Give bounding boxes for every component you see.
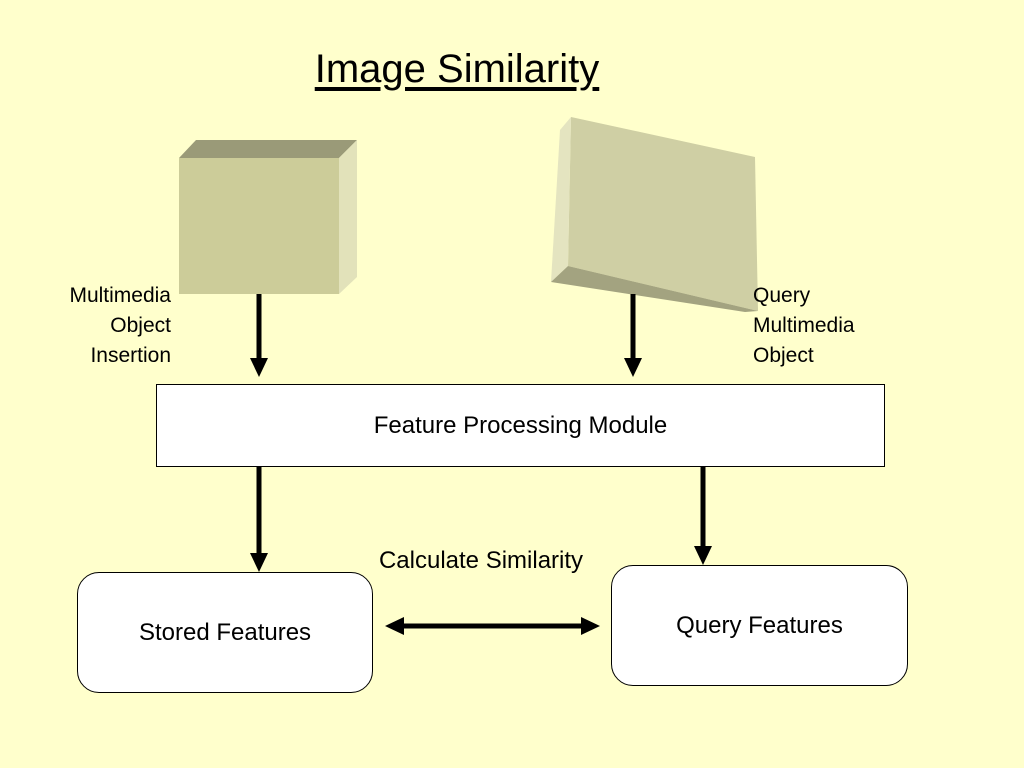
multimedia-object-cube [179, 140, 357, 294]
insertion-label: Multimedia Object Insertion [30, 281, 171, 371]
slab-left-face [551, 117, 571, 282]
arrow-query-to-module [624, 294, 642, 377]
arrow-module-to-stored [250, 467, 268, 572]
arrow-insert-to-module [250, 294, 268, 377]
cube-front-face [179, 158, 339, 294]
query-label-line-1: Query [753, 284, 811, 307]
slab-bottom-face [551, 266, 758, 312]
slide-title: Image Similarity [314, 47, 600, 91]
slab-front-face [568, 117, 758, 311]
feature-processing-module-box: Feature Processing Module [156, 384, 885, 467]
calculate-similarity-label: Calculate Similarity [378, 547, 584, 574]
insertion-label-line-1: Multimedia [69, 284, 171, 307]
cube-side-face [339, 140, 357, 294]
query-object-slab [551, 117, 758, 312]
arrow-calculate-similarity [385, 617, 600, 635]
module-label: Feature Processing Module [373, 411, 668, 439]
query-features-box: Query Features [611, 565, 908, 686]
arrow-module-to-query-features [694, 467, 712, 565]
stored-features-box: Stored Features [77, 572, 373, 693]
cube-top-face [179, 140, 357, 158]
query-features-label: Query Features [676, 611, 843, 639]
query-label-line-2: Multimedia [753, 314, 855, 337]
stored-features-label: Stored Features [138, 618, 312, 646]
query-label-line-3: Object [753, 344, 814, 367]
insertion-label-line-2: Object [110, 314, 171, 337]
query-object-label: Query Multimedia Object [753, 281, 913, 371]
insertion-label-line-3: Insertion [90, 344, 171, 367]
